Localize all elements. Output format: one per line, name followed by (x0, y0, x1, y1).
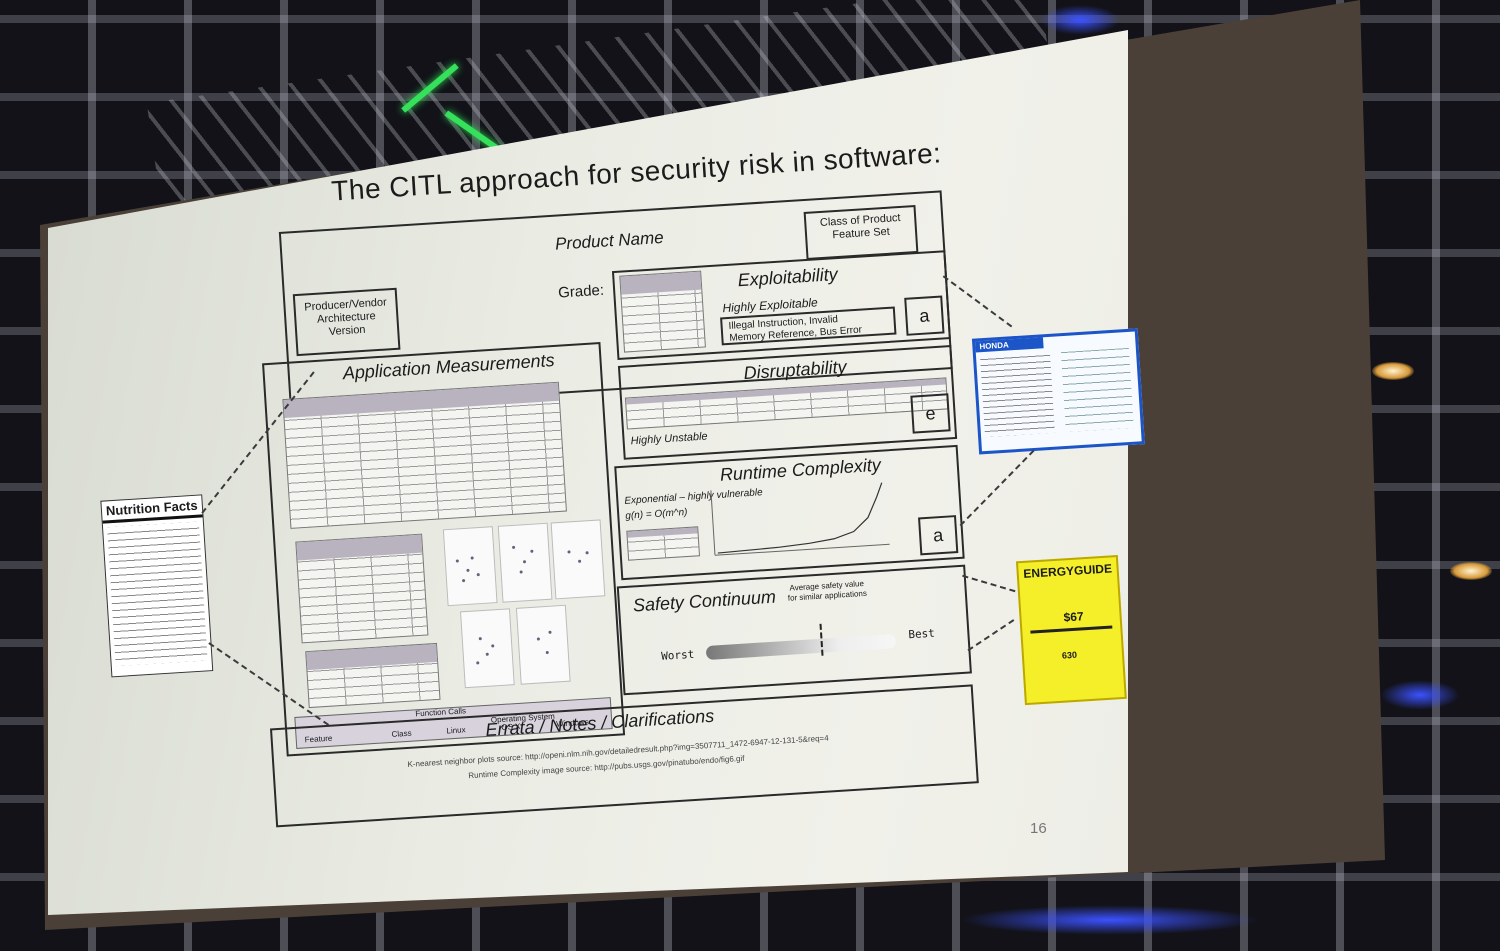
feature-table (305, 642, 441, 709)
safety-best-label: Best (907, 626, 936, 642)
stage-light-blue (1380, 680, 1460, 710)
grade-label: Grade: (557, 281, 605, 302)
ceiling-lamp (1372, 362, 1414, 380)
knn-plot (460, 608, 515, 689)
energyguide-title: ENERGYGUIDE (1022, 561, 1113, 581)
energyguide-cost: $67 (1063, 609, 1085, 625)
runtime-complexity-chart (710, 482, 890, 556)
exploitability-table (619, 270, 706, 353)
honda-logo: HONDA (975, 337, 1044, 353)
knn-plot (442, 526, 498, 607)
honda-fuel-economy-label: HONDA (971, 328, 1145, 455)
nutrition-facts-label: Nutrition Facts (100, 494, 214, 678)
stage-light-blue (960, 905, 1260, 935)
class-of-product-box: Class of Product Feature Set (803, 204, 919, 260)
energyguide-kwh: 630 (1061, 649, 1078, 661)
nutrition-facts-title: Nutrition Facts (101, 495, 203, 524)
knn-plot (515, 604, 571, 685)
measurement-table (282, 381, 567, 529)
slide-content: The CITL approach for security risk in s… (100, 112, 1189, 833)
ceiling-lamp (1450, 562, 1492, 580)
disruptability-grade: e (910, 393, 951, 434)
runtime-table (626, 526, 701, 561)
energyguide-scale (1030, 625, 1113, 634)
knn-plot (550, 519, 606, 600)
metrics-table (295, 533, 429, 644)
slide-page-number: 16 (1030, 820, 1047, 837)
runtime-grade: a (918, 515, 959, 556)
producer-vendor-box: Producer/Vendor Architecture Version (292, 287, 401, 357)
connector-dashed-line (942, 275, 1013, 328)
connector-dashed-line (959, 449, 1035, 527)
safety-worst-label: Worst (660, 647, 695, 663)
stage-light-blue (1040, 5, 1120, 35)
connector-dashed-line (967, 619, 1015, 652)
knn-plot (497, 522, 553, 603)
exploitability-grade: a (904, 295, 945, 336)
connector-dashed-line (962, 574, 1016, 593)
energyguide-label: ENERGYGUIDE $67 630 (1015, 554, 1127, 706)
